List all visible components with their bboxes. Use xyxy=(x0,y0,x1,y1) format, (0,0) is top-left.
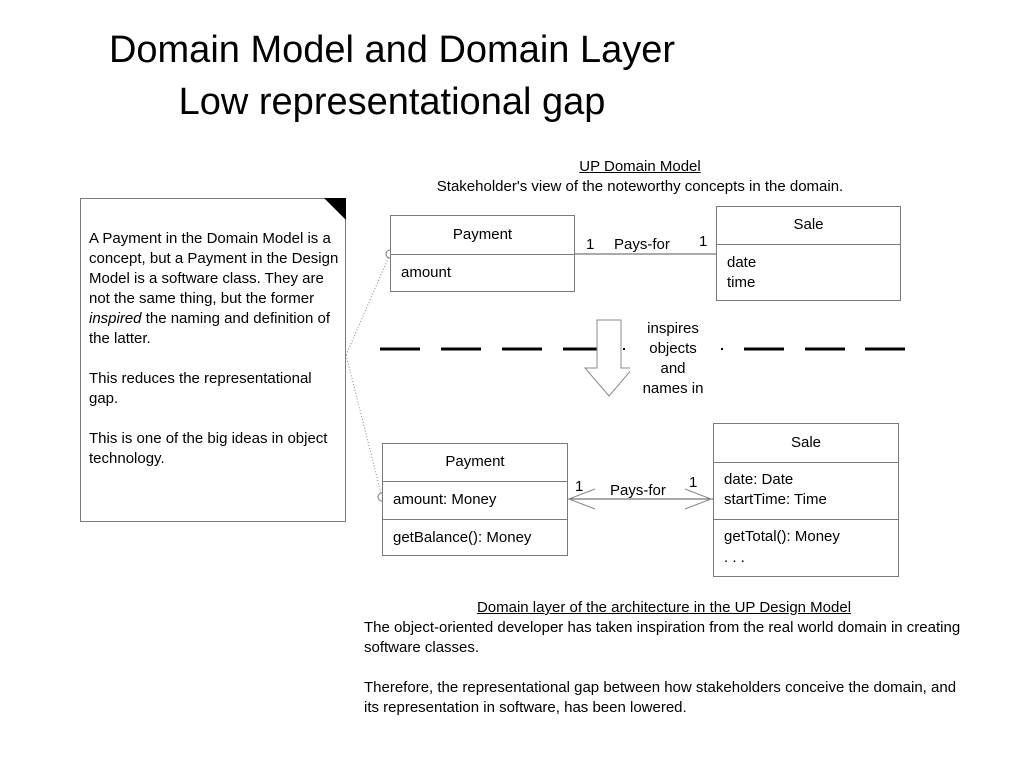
class-operation: . . . xyxy=(724,549,745,566)
design-association-label: Pays-for xyxy=(610,482,666,499)
separator-dot xyxy=(623,348,625,350)
domain-sale-class: Sale date time xyxy=(716,206,901,301)
domain-model-heading: UP Domain Model xyxy=(579,158,701,175)
inspires-arrow xyxy=(583,319,635,397)
class-attribute: startTime: Time xyxy=(724,491,827,508)
class-attribute: date xyxy=(727,254,757,271)
domain-association-label: Pays-for xyxy=(614,236,670,253)
note-paragraph-3: This is one of the big ideas in object t… xyxy=(89,430,328,467)
domain-payment-class: Payment amount xyxy=(390,215,575,292)
class-divider xyxy=(717,244,900,245)
note-connector-design xyxy=(345,354,383,498)
page-title: Domain Model and Domain Layer xyxy=(108,29,676,71)
class-attribute: date: Date xyxy=(724,471,794,488)
inspires-label-line: names in xyxy=(642,380,704,397)
inspires-label-line: objects xyxy=(649,340,697,357)
domain-right-multiplicity: 1 xyxy=(699,233,708,250)
note-emphasis: inspired xyxy=(89,310,142,327)
class-operation: getBalance(): Money xyxy=(393,529,532,546)
class-name: Payment xyxy=(452,226,513,243)
inspires-label: inspires objects and names in xyxy=(630,319,716,399)
design-arrowhead-right xyxy=(684,488,713,510)
design-arrowhead-left xyxy=(567,488,596,510)
note-text-part: A Payment in the Domain Model is a conce… xyxy=(89,230,339,307)
page-subtitle: Low representational gap xyxy=(178,81,606,123)
note-paragraph-1: A Payment in the Domain Model is a conce… xyxy=(89,229,341,349)
note-text: A Payment in the Domain Model is a conce… xyxy=(89,229,341,489)
class-name: Sale xyxy=(793,216,824,233)
design-model-caption: Domain layer of the architecture in the … xyxy=(364,598,964,718)
class-operation: getTotal(): Money xyxy=(724,528,840,545)
note-text-part: the naming and definition of the latter. xyxy=(89,310,330,347)
design-model-heading: Domain layer of the architecture in the … xyxy=(476,599,852,616)
class-divider xyxy=(714,519,898,520)
class-divider xyxy=(383,481,567,482)
domain-left-multiplicity: 1 xyxy=(586,236,595,253)
design-model-paragraph-1: The object-oriented developer has taken … xyxy=(364,619,961,656)
class-divider xyxy=(391,254,574,255)
class-name: Sale xyxy=(790,434,822,451)
inspires-label-line: and xyxy=(660,360,686,377)
class-attribute: time xyxy=(727,274,756,291)
explanatory-note: A Payment in the Domain Model is a conce… xyxy=(80,198,346,522)
class-name: Payment xyxy=(445,453,505,470)
design-left-multiplicity: 1 xyxy=(575,478,584,495)
class-attribute: amount: Money xyxy=(393,491,497,508)
class-divider xyxy=(383,519,567,520)
inspires-label-line: inspires xyxy=(647,320,699,337)
domain-model-caption: UP Domain Model Stakeholder's view of th… xyxy=(380,157,900,197)
design-right-multiplicity: 1 xyxy=(689,474,698,491)
class-divider xyxy=(714,462,898,463)
design-payment-class: Payment amount: Money getBalance(): Mone… xyxy=(382,443,568,556)
separator-dot xyxy=(721,348,723,350)
note-connector-domain xyxy=(345,253,391,356)
design-model-paragraph-2: Therefore, the representational gap betw… xyxy=(364,679,957,716)
class-attribute: amount xyxy=(401,264,452,281)
domain-model-subheading: Stakeholder's view of the noteworthy con… xyxy=(436,178,844,195)
note-paragraph-2: This reduces the representational gap. xyxy=(89,370,312,407)
design-sale-class: Sale date: Date startTime: Time getTotal… xyxy=(713,423,899,577)
